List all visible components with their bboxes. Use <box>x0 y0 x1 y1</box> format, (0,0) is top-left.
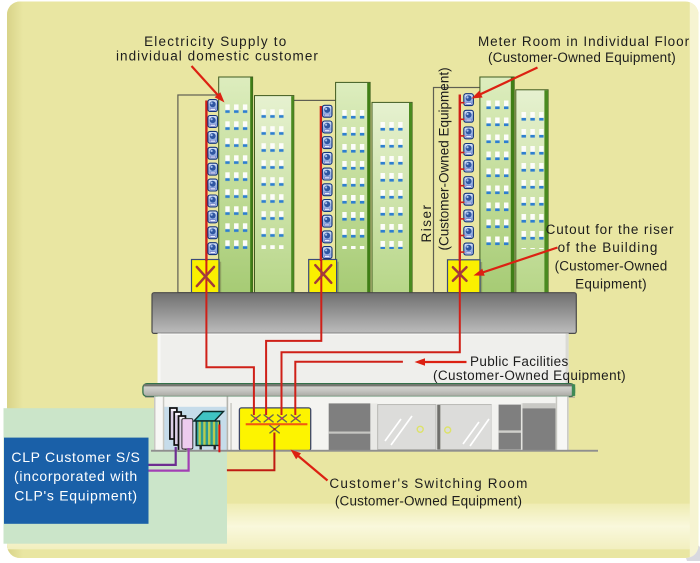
svg-text:(Customer-Owned Equipment): (Customer-Owned Equipment) <box>488 50 676 65</box>
svg-text:Cutout for the riser: Cutout for the riser <box>546 222 675 237</box>
svg-text:CLP's Equipment): CLP's Equipment) <box>14 487 138 503</box>
svg-text:Meter Room in Individual Floor: Meter Room in Individual Floor <box>478 34 690 49</box>
svg-text:(Customer-Owned: (Customer-Owned <box>555 258 668 273</box>
svg-text:(Customer-Owned Equipment): (Customer-Owned Equipment) <box>433 368 626 383</box>
svg-text:(Customer-Owned Equipment): (Customer-Owned Equipment) <box>437 67 452 250</box>
svg-text:CLP Customer S/S: CLP Customer S/S <box>11 449 140 465</box>
svg-text:(Customer-Owned Equipment): (Customer-Owned Equipment) <box>335 494 522 509</box>
svg-text:individual domestic customer: individual domestic customer <box>116 49 319 64</box>
svg-text:Equipment): Equipment) <box>575 277 647 292</box>
svg-text:Public Facilities: Public Facilities <box>470 354 568 369</box>
svg-text:(incorporated with: (incorporated with <box>14 468 138 484</box>
svg-text:Electricity Supply to: Electricity Supply to <box>144 34 287 49</box>
svg-text:Customer's Switching Room: Customer's Switching Room <box>329 476 528 491</box>
svg-text:Riser: Riser <box>419 203 434 242</box>
svg-text:of the Building: of the Building <box>558 240 659 255</box>
